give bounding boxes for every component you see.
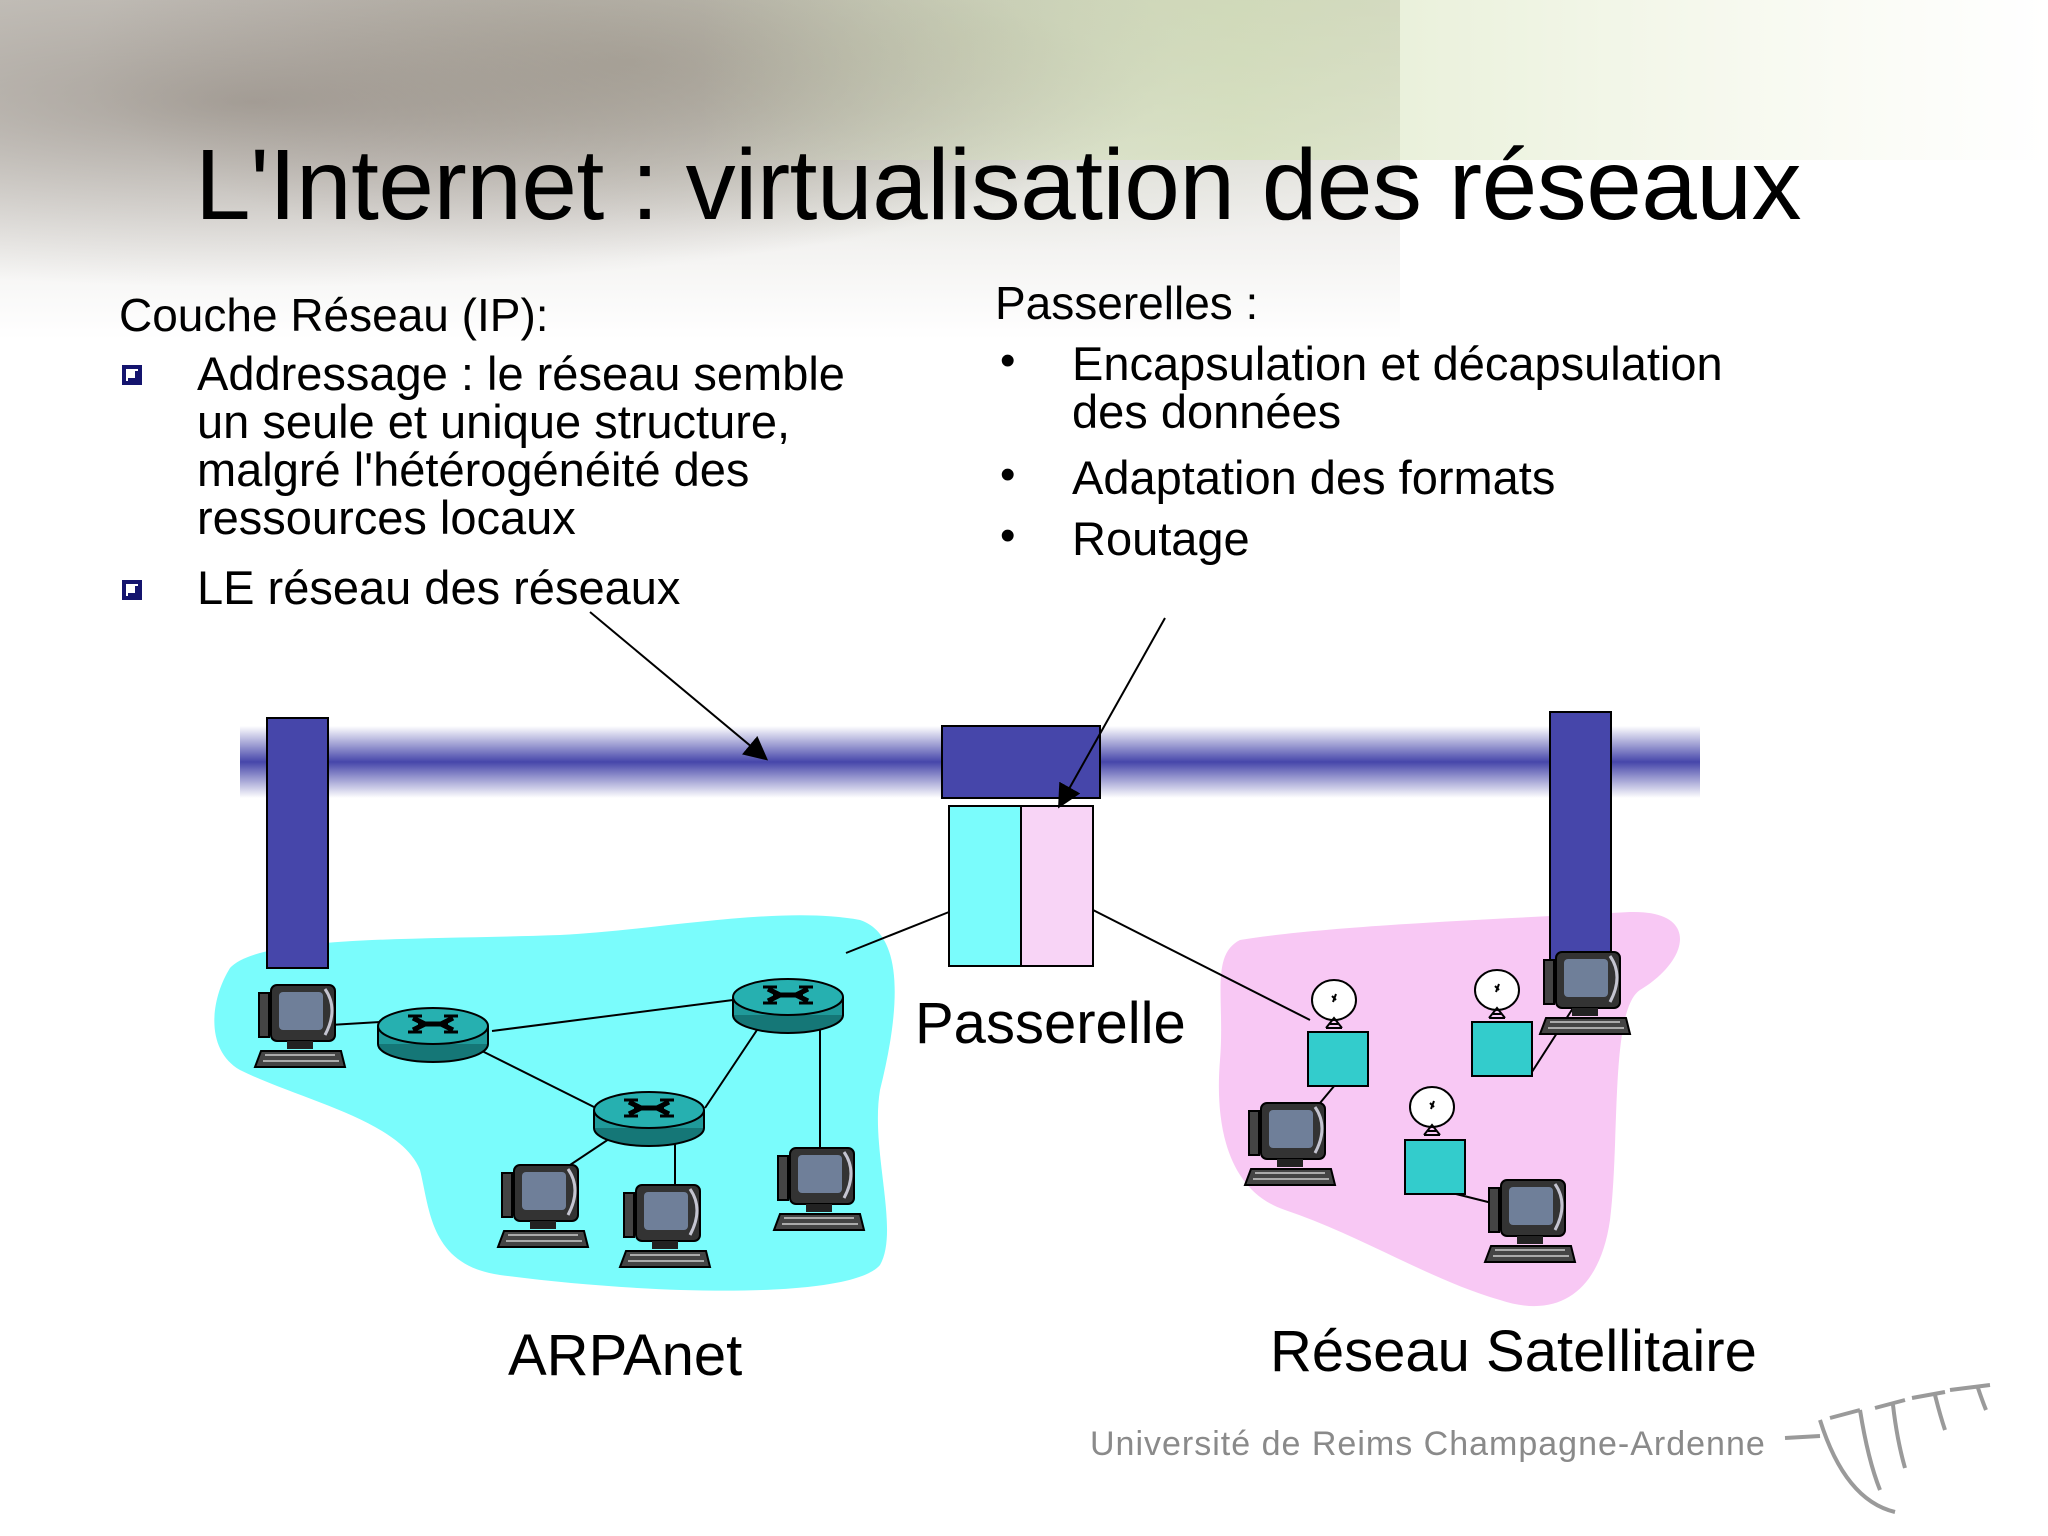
right-bullet-1: Encapsulation et décapsulation des donné… (1072, 340, 1723, 436)
gateway-label: Passerelle (915, 991, 1186, 1056)
computer-icon (618, 1183, 712, 1269)
link-router2-router3 (704, 1017, 766, 1109)
left-bullet-1-line-3: malgré l'hétérogénéité des (197, 443, 750, 496)
right-heading: Passerelles : (995, 277, 1259, 329)
satellite-station (1471, 1021, 1533, 1077)
satellite-station (1307, 1031, 1369, 1087)
gateway-right-half (1020, 805, 1094, 967)
dot-bullet-2: • (1000, 450, 1016, 499)
left-bullet-1-line-1: Addressage : le réseau semble (197, 347, 845, 400)
computer-icon (1483, 1178, 1577, 1264)
router-icon (733, 979, 843, 1033)
link-sat2-pc (1529, 1004, 1576, 1076)
link-router1-router2 (491, 999, 734, 1032)
router-icon (594, 1092, 704, 1146)
arrow-to-ip-bar (589, 611, 769, 761)
university-name: Université de Reims Champagne-Ardenne (1090, 1425, 1766, 1463)
dot-bullet-1: • (1000, 336, 1016, 385)
box-bullet-2 (122, 580, 142, 600)
link-gateway-satellite (1092, 909, 1311, 1021)
left-bullet-1-line-2: un seule et unique structure, (197, 395, 791, 448)
gateway-ip-box (941, 725, 1101, 799)
right-bullet-1-line-1: Encapsulation et décapsulation (1072, 337, 1723, 390)
right-bullet-3: Routage (1072, 512, 1250, 565)
arpanet-cloud (214, 915, 895, 1291)
left-bullet-1-line-4: ressources locaux (197, 491, 576, 544)
satellite-network-label: Réseau Satellitaire (1270, 1319, 1757, 1384)
link-pc-router1 (329, 1021, 381, 1026)
router-icon (378, 1008, 488, 1062)
arrow-to-gateway (1058, 617, 1166, 809)
link-router1-router3 (469, 1044, 601, 1111)
right-bullet-1-line-2: des données (1072, 385, 1342, 438)
left-bullet-2: LE réseau des réseaux (197, 561, 681, 614)
left-bullet-1: Addressage : le réseau semble un seule e… (197, 350, 845, 542)
gateway-left-half (948, 805, 1022, 967)
slide-title: L'Internet : virtualisation des réseaux (195, 129, 1802, 241)
ip-stack-left (266, 717, 329, 969)
computer-icon (253, 983, 347, 1069)
ip-stack-right (1549, 711, 1612, 963)
arpanet-label: ARPAnet (508, 1323, 743, 1388)
background-gradient (700, 0, 2048, 160)
left-heading: Couche Réseau (IP): (119, 289, 549, 341)
computer-icon (1538, 950, 1632, 1036)
box-bullet-1 (122, 365, 142, 385)
computer-icon (772, 1146, 866, 1232)
right-bullet-2: Adaptation des formats (1072, 451, 1556, 504)
dot-bullet-3: • (1000, 511, 1016, 560)
satellite-station (1404, 1139, 1466, 1195)
computer-icon (1243, 1101, 1337, 1187)
university-logo-icon (1784, 1383, 1991, 1514)
link-gateway-arpanet (845, 911, 950, 954)
computer-icon (496, 1163, 590, 1249)
